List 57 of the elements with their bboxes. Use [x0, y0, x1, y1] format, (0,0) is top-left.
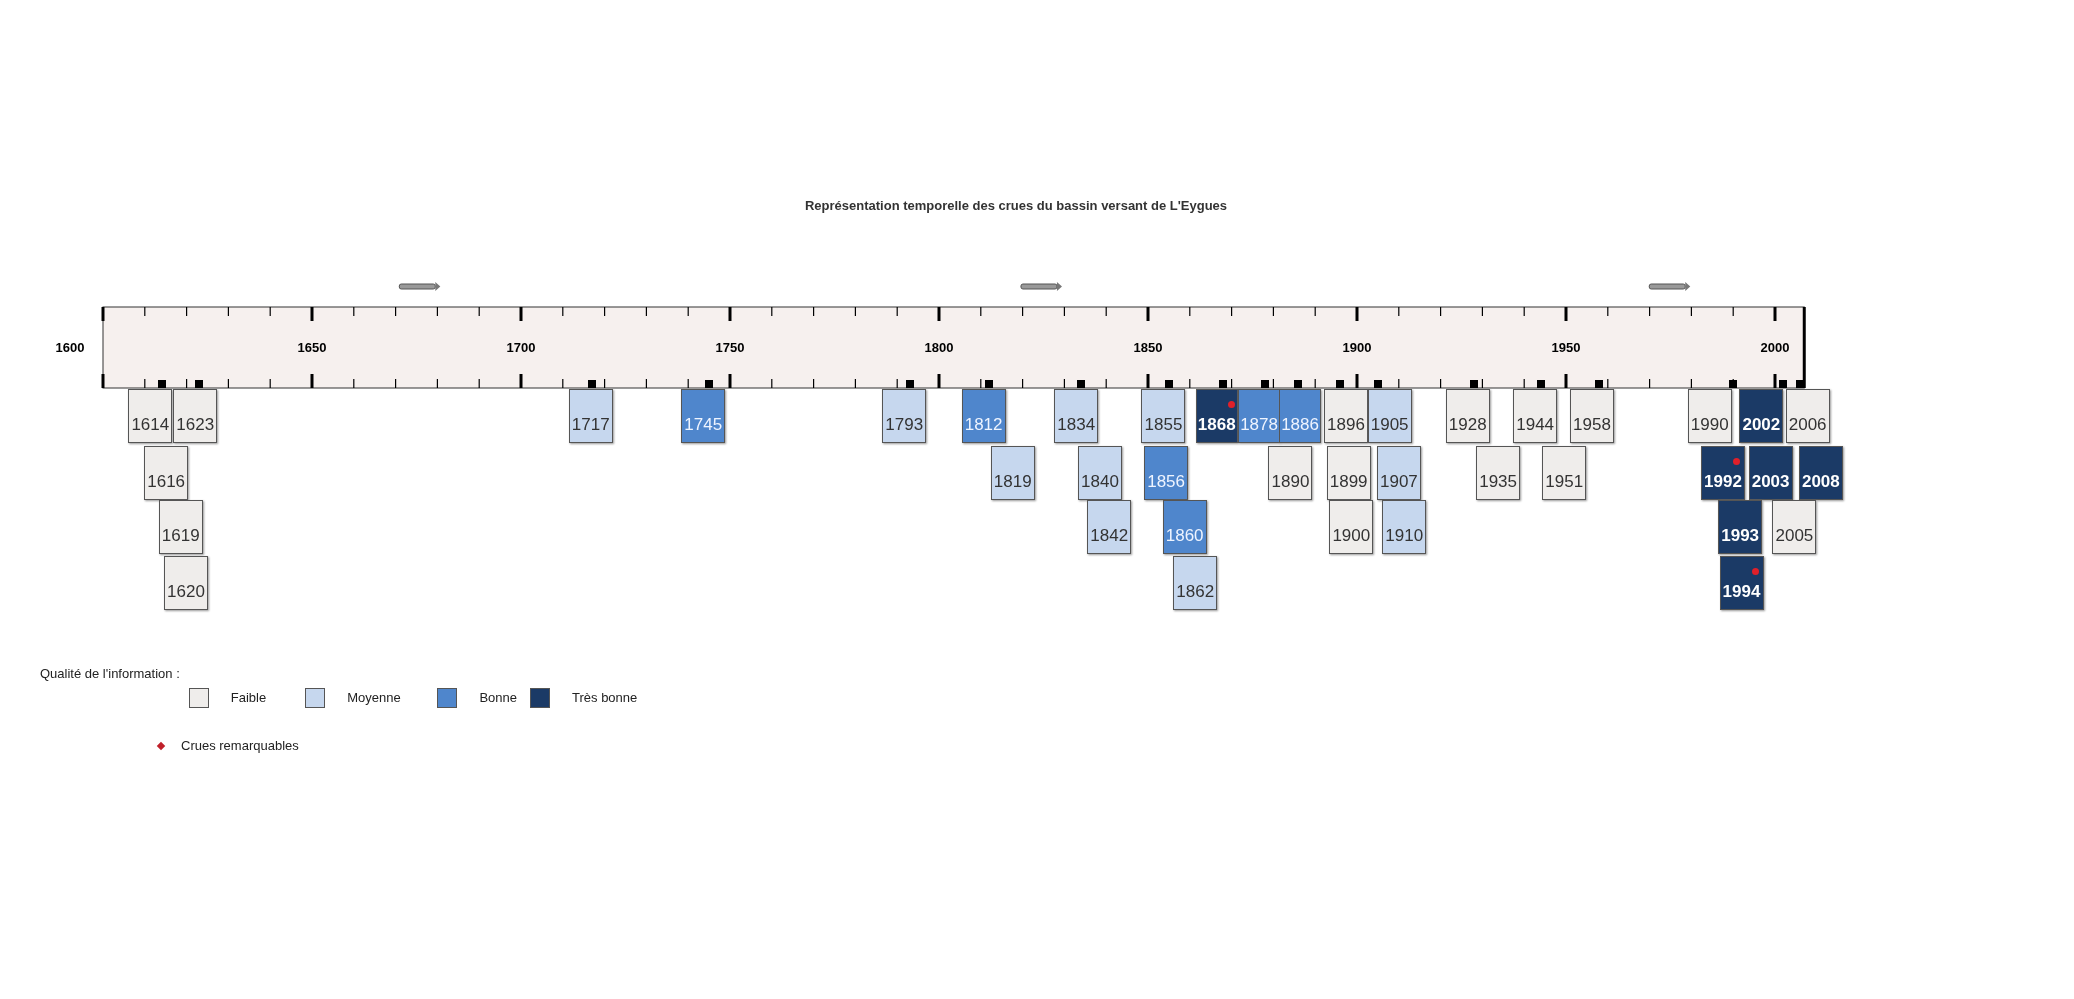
- flood-year-box: 2008: [1798, 446, 1843, 500]
- axis-label: 2000: [1760, 340, 1790, 355]
- flood-year-box: 2003: [1748, 446, 1793, 500]
- flood-year-box: 2002: [1739, 389, 1784, 443]
- flood-year-box: 1992: [1701, 446, 1745, 500]
- flood-year-box: 1994: [1719, 556, 1764, 610]
- flood-year-box: 1886: [1279, 389, 1322, 443]
- flood-year-box: 1907: [1376, 446, 1421, 500]
- flood-year-box: 1900: [1329, 500, 1374, 554]
- axis-label: 1950: [1551, 340, 1581, 355]
- flood-year-box: 1856: [1144, 446, 1189, 500]
- axis-label: 1800: [924, 340, 954, 355]
- flood-year-box: 1896: [1324, 389, 1368, 443]
- legend-label: Moyenne: [347, 690, 401, 705]
- flood-year-box: 1745: [681, 389, 726, 443]
- flood-year-box: 1842: [1087, 500, 1132, 554]
- flood-year-box: 1899: [1326, 446, 1371, 500]
- flood-year-box: 1614: [128, 389, 173, 443]
- legend-label: Faible: [230, 690, 267, 705]
- flood-year-box: 1905: [1367, 389, 1412, 443]
- flood-year-box: 1868: [1195, 389, 1238, 443]
- flood-year-box: 1834: [1054, 389, 1099, 443]
- flood-year-box: 1616: [144, 446, 189, 500]
- flood-year-box: 1935: [1476, 446, 1521, 500]
- axis-label: 1650: [297, 340, 327, 355]
- flood-year-box: 1860: [1162, 500, 1207, 554]
- flood-year-box: 2006: [1785, 389, 1830, 443]
- flood-year-box: 2005: [1772, 500, 1817, 554]
- axis-label: 1600: [55, 340, 85, 355]
- legend-label: Bonne: [479, 690, 517, 705]
- axis-label: 1700: [506, 340, 536, 355]
- legend-label: Très bonne: [572, 690, 638, 705]
- flood-year-box: 1958: [1570, 389, 1615, 443]
- axis-label: 1750: [715, 340, 745, 355]
- flood-year-box: 1717: [568, 389, 613, 443]
- flood-year-box: 1623: [173, 389, 218, 443]
- flood-year-box: 1855: [1141, 389, 1186, 443]
- flood-year-box: 1619: [158, 500, 203, 554]
- flood-year-box: 1812: [961, 389, 1006, 443]
- flood-year-box: 1910: [1382, 500, 1427, 554]
- axis-label: 1900: [1342, 340, 1372, 355]
- flood-year-box: 1890: [1268, 446, 1313, 500]
- flood-year-box: 1944: [1513, 389, 1558, 443]
- title: Représentation temporelle des crues du bassin versant de L'Eygues: [803, 198, 1229, 213]
- axis-label: 1850: [1133, 340, 1163, 355]
- flood-year-box: 1793: [882, 389, 927, 443]
- legend-label: Crues remarquables: [181, 738, 299, 753]
- legend-heading: Qualité de l'information :: [40, 666, 180, 681]
- flood-year-box: 1819: [990, 446, 1035, 500]
- flood-year-box: 1928: [1445, 389, 1490, 443]
- flood-year-box: 1951: [1542, 446, 1587, 500]
- flood-year-box: 1993: [1718, 500, 1763, 554]
- flood-year-box: 1862: [1173, 556, 1218, 610]
- flood-year-box: 1878: [1238, 389, 1281, 443]
- flood-year-box: 1990: [1687, 389, 1732, 443]
- flood-year-box: 1620: [164, 556, 208, 610]
- flood-year-box: 1840: [1078, 446, 1122, 500]
